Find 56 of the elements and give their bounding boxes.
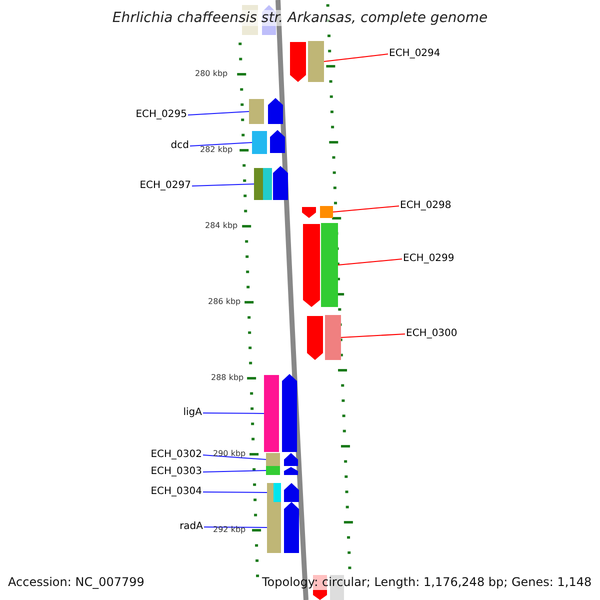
leader-line bbox=[202, 492, 268, 493]
info-text: Topology: circular; Length: 1,176,248 bp; Genes: 1,148 bbox=[262, 574, 592, 590]
gene-block bbox=[264, 375, 279, 452]
gene-label: ECH_0300 bbox=[406, 328, 458, 340]
gene-block bbox=[268, 98, 283, 124]
gene-label: ECH_0299 bbox=[403, 253, 454, 265]
gene-block bbox=[325, 315, 341, 360]
title: Ehrlichia chaffeensis str. Arkansas, complete genome bbox=[112, 10, 488, 26]
gene-label: ECH_0304 bbox=[150, 486, 202, 498]
gene-block bbox=[307, 316, 323, 360]
leader-line bbox=[188, 111, 250, 116]
gene-block bbox=[266, 466, 280, 475]
leader-line bbox=[338, 258, 402, 266]
gene-block bbox=[249, 99, 264, 124]
gene-label: ECH_0302 bbox=[150, 449, 202, 461]
gene-block bbox=[308, 41, 324, 82]
gene-label: ECH_0294 bbox=[389, 48, 440, 60]
scale-label: 288 kbp bbox=[211, 373, 244, 383]
gene-block bbox=[290, 42, 306, 82]
leader-line bbox=[202, 470, 266, 472]
gene-label: ECH_0303 bbox=[150, 466, 202, 478]
gene-label: ECH_0297 bbox=[140, 180, 191, 192]
gene-block bbox=[267, 502, 281, 553]
gene-label: ECH_0295 bbox=[136, 109, 187, 121]
gene-block bbox=[284, 467, 298, 475]
gene-block bbox=[313, 590, 327, 600]
gene-block bbox=[254, 168, 272, 200]
leader-line bbox=[192, 184, 254, 186]
leader-line bbox=[324, 54, 388, 62]
info-text: Accession: NC_007799 bbox=[8, 574, 144, 590]
leader-line bbox=[204, 526, 268, 528]
leader-line bbox=[332, 206, 400, 212]
gene-label: ECH_0298 bbox=[400, 200, 452, 212]
gene-block bbox=[284, 483, 299, 502]
gene-block bbox=[267, 483, 281, 502]
scale-label: 282 kbp bbox=[200, 145, 233, 155]
gene-label: dcd bbox=[170, 140, 189, 152]
gene-block bbox=[252, 131, 267, 154]
scale-label: 280 kbp bbox=[195, 69, 228, 79]
leader-line bbox=[202, 412, 264, 414]
leader-line bbox=[202, 454, 266, 460]
leader-line bbox=[190, 142, 252, 146]
gene-block bbox=[320, 206, 333, 218]
scale-label: 286 kbp bbox=[208, 297, 241, 307]
scale-label: 292 kbp bbox=[213, 525, 246, 535]
gene-block bbox=[266, 453, 280, 466]
gene-label: radA bbox=[180, 521, 203, 533]
gene-block bbox=[321, 223, 338, 307]
leader-line bbox=[340, 334, 406, 338]
scale-label: 290 kbp bbox=[213, 449, 246, 459]
gene-block bbox=[302, 207, 316, 218]
scale-label: 284 kbp bbox=[205, 221, 238, 231]
gene-block bbox=[303, 224, 320, 307]
gene-block bbox=[270, 130, 285, 153]
gene-block bbox=[273, 166, 288, 200]
gene-label: ligA bbox=[183, 407, 202, 419]
